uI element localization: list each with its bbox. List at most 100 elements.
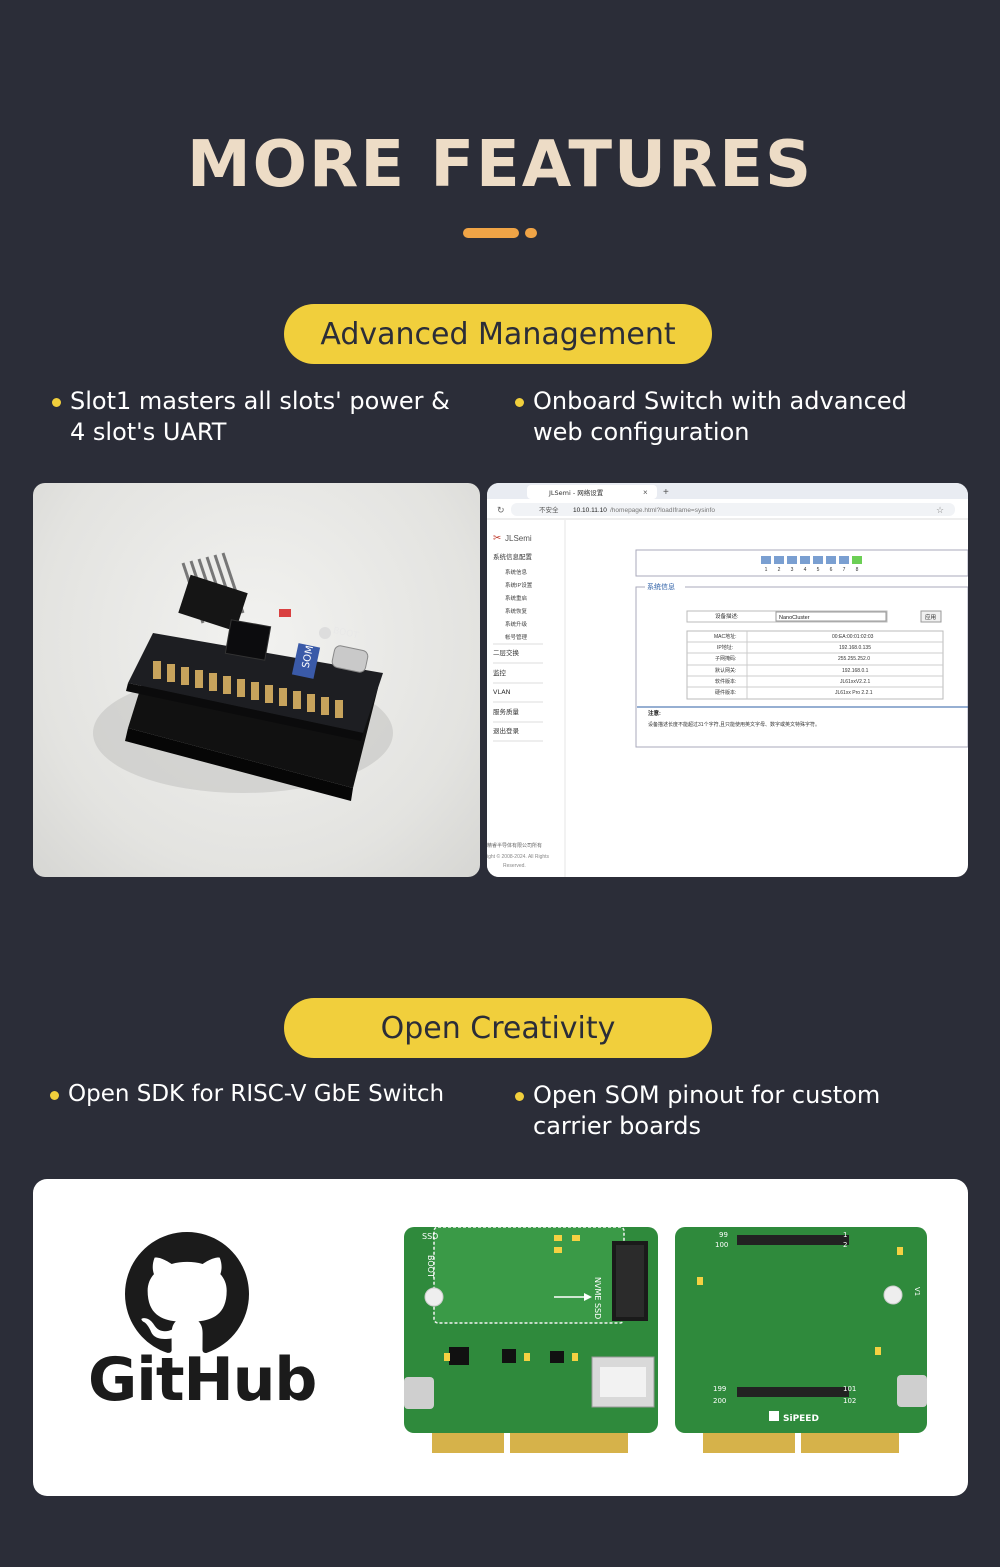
feature-bullet-open-sdk: Open SDK for RISC-V GbE Switch (50, 1079, 490, 1110)
sipeed-logo: SiPEED (783, 1414, 819, 1424)
nav-item[interactable]: 监控 (493, 668, 507, 677)
brand-name: JLSemi (505, 534, 532, 543)
apply-button[interactable] (920, 610, 942, 623)
pin-label: 101 (843, 1385, 856, 1393)
version-label: V1 (913, 1287, 921, 1296)
boot-label: BOOT (426, 1255, 435, 1278)
nav-subitem[interactable]: 帐号管理 (505, 633, 528, 641)
bullet-line: Slot1 masters all slots' power & (70, 387, 450, 415)
bullet-dot (515, 1092, 524, 1101)
pin-label: 200 (713, 1397, 726, 1405)
note-title: 注意: (648, 709, 661, 717)
ssd-label: SSD (422, 1232, 438, 1241)
som-label: SOM (301, 645, 317, 670)
nvme-ssd-label: NVME SSD (593, 1277, 602, 1319)
nav-subitem[interactable]: 系统升级 (505, 620, 528, 628)
github-octocat-icon[interactable] (125, 1232, 249, 1356)
info-value: 192.168.0.135 (839, 645, 871, 651)
bullet-dot (52, 398, 61, 407)
browser-tab (527, 485, 657, 499)
info-label: 默认网关: (715, 667, 736, 674)
address-bar[interactable] (511, 503, 955, 516)
browser-window: JLSemi - 网络设置 × + ↻ 不安全 10.10.11.10 /hom… (487, 483, 968, 877)
feature-bullet-onboard-switch: Onboard Switch with advanced web configu… (515, 386, 935, 448)
pin-label: 199 (713, 1385, 726, 1393)
device-desc-input[interactable] (775, 611, 887, 622)
jlsemi-logo-icon: ✂ (493, 533, 501, 544)
boot-button (319, 627, 331, 639)
bullet-dot (50, 1091, 59, 1100)
underline-dot (525, 228, 537, 238)
pin-label: 1 (843, 1231, 847, 1239)
nav-item[interactable]: VLAN (493, 688, 511, 696)
info-label: 软件版本: (715, 678, 736, 685)
bullet-line: 4 slot's UART (70, 418, 227, 446)
url-host: 10.10.11.10 (573, 507, 607, 514)
note-text: 设备描述长度不能超过31个字符,且只能使用英文字母、数字或英文特殊字符。 (648, 721, 820, 728)
port-number: 4 (804, 567, 807, 573)
nav-subitem[interactable]: 系统IP设置 (505, 581, 533, 589)
bullet-line: Open SDK for RISC-V GbE Switch (68, 1081, 445, 1107)
page-title: MORE FEATURES (186, 128, 814, 202)
carrier-board-right: 99 100 1 2 199 200 101 102 V1 SiPEED (675, 1227, 927, 1453)
usb-c-port (897, 1375, 927, 1407)
info-value: 255.255.252.0 (838, 656, 870, 662)
nav-item[interactable]: 服务质量 (493, 707, 520, 716)
gold-pins (153, 661, 343, 718)
panel-title: 系统信息 (647, 582, 675, 591)
feature-bullet-slot-power: Slot1 masters all slots' power & 4 slot'… (52, 386, 482, 448)
port-number: 2 (778, 567, 781, 573)
github-wordmark[interactable]: GitHub (88, 1345, 317, 1415)
som-connector-bottom (737, 1387, 849, 1397)
nav-subitem[interactable]: 系统重启 (505, 594, 527, 602)
port-number: 6 (830, 567, 833, 573)
port-number: 3 (791, 567, 794, 573)
bullet-line: web configuration (533, 418, 750, 446)
pin-label: 102 (843, 1397, 856, 1405)
nav-item[interactable]: 二层交换 (493, 648, 520, 657)
footer-copyright: ight © 2008-2024. All Rights (487, 853, 550, 860)
nav-group-system[interactable]: 系统信息配置 (493, 552, 533, 561)
port-number: 1 (765, 567, 768, 573)
adapter-board-photo: SOM BOOT (33, 483, 480, 877)
carrier-board-left: SSD BOOT NVME SSD (404, 1227, 658, 1453)
bullet-dot (515, 398, 524, 407)
pin-label: 99 (719, 1231, 728, 1239)
tab-close-icon[interactable]: × (643, 488, 648, 497)
adapter-board-illustration: SOM BOOT (93, 552, 393, 801)
port-number: 7 (843, 567, 846, 573)
underline-bar (463, 228, 519, 238)
port-status-strip (761, 556, 862, 564)
info-label: 子网掩码: (715, 655, 736, 662)
bullet-line: Open SOM pinout for custom (533, 1081, 881, 1109)
info-label: IP地址: (717, 644, 733, 651)
info-label: 硬件版本: (715, 689, 736, 696)
port-number: 8 (856, 567, 859, 573)
boot-label: BOOT (332, 626, 360, 641)
section-pill-open-creativity: Open Creativity (284, 998, 712, 1058)
pin-label: 2 (843, 1241, 847, 1249)
nav-subitem[interactable]: 系统恢复 (505, 607, 528, 615)
reload-icon[interactable]: ↻ (497, 505, 505, 515)
bullet-line: Onboard Switch with advanced (533, 387, 907, 415)
apply-button-label: 应用 (925, 613, 936, 621)
nav-subitem[interactable]: 系统信息 (505, 568, 528, 576)
footer-rights: Reserved. (503, 863, 526, 869)
new-tab-icon[interactable]: + (663, 487, 669, 498)
info-value: JL61xxV2.2.1 (840, 679, 871, 685)
bullet-line: carrier boards (533, 1112, 701, 1140)
footer-company: 精睿半导体有限公司所有 (487, 842, 542, 849)
device-desc-value: NanoCluster (779, 615, 810, 621)
info-table-rows (687, 631, 943, 699)
device-desc-label: 设备描述: (715, 612, 739, 620)
port-number: 5 (817, 567, 820, 573)
section-pill-advanced-management: Advanced Management (284, 304, 712, 364)
url-path: /homepage.html?loadIframe=sysinfo (610, 507, 715, 514)
bookmark-star-icon[interactable]: ☆ (936, 505, 944, 515)
info-label: MAC地址: (714, 633, 737, 640)
info-value: 00:EA:00:01:02:03 (832, 634, 874, 640)
nav-item[interactable]: 退出登录 (493, 726, 520, 735)
tab-title: JLSemi - 网络设置 (548, 488, 604, 497)
pin-label: 100 (715, 1241, 728, 1249)
feature-bullet-open-som-pinout: Open SOM pinout for custom carrier board… (515, 1080, 935, 1142)
